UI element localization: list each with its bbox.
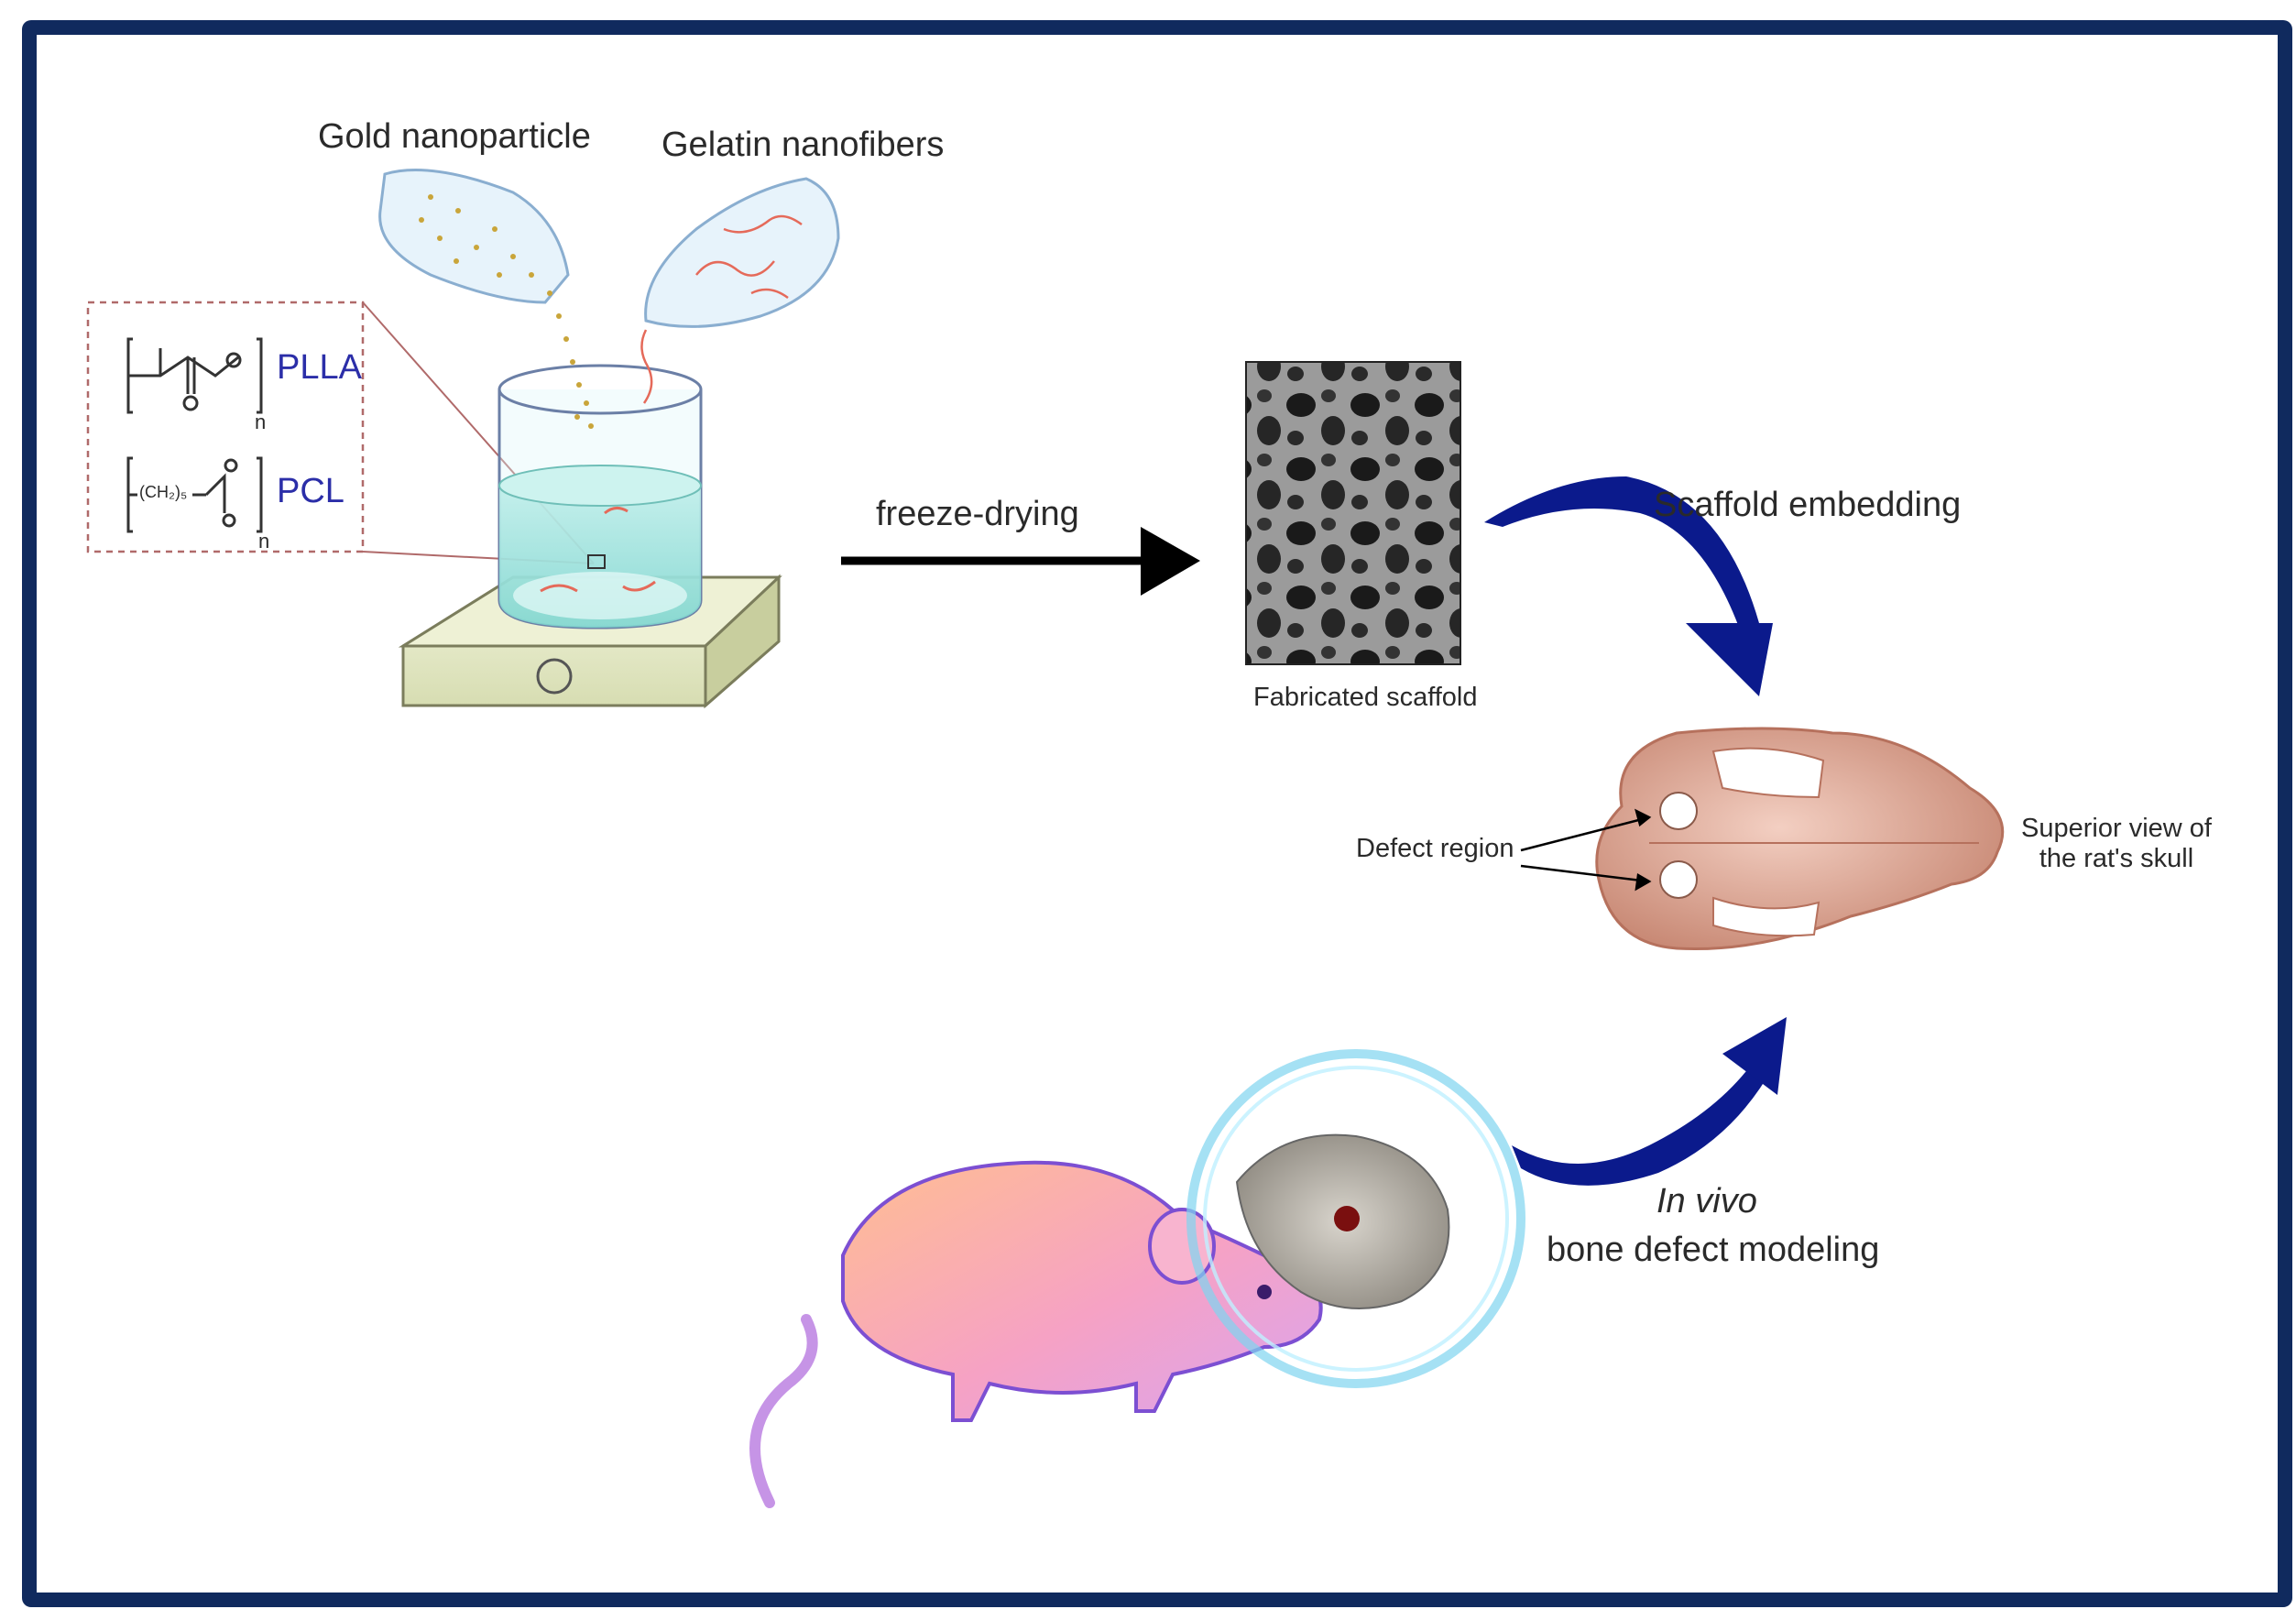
glow-ring	[1186, 1049, 1525, 1388]
rat-tail	[749, 1314, 818, 1508]
scaffold-embedding-label: Scaffold embedding	[1654, 486, 1962, 524]
plla-structure	[126, 337, 263, 414]
plla-label: PLLA	[277, 348, 362, 387]
rat-illustration	[749, 1049, 1525, 1508]
gelatin-flask	[640, 177, 840, 404]
gelatin-nanofibers-label: Gelatin nanofibers	[661, 126, 945, 164]
defect-hole-top	[1659, 792, 1698, 830]
embedding-arrow	[1484, 476, 1773, 696]
in-vivo-label: In vivo	[1656, 1182, 1757, 1220]
polymer-structure-box	[86, 301, 365, 553]
defect-region-label: Defect region	[1356, 834, 1514, 863]
beaker	[497, 364, 703, 629]
defect-hole-bottom	[1659, 860, 1698, 899]
bone-defect-modeling-label: bone defect modeling	[1547, 1231, 1880, 1269]
superior-view-line-1: Superior view of	[2021, 814, 2212, 843]
gold-nanoparticle-label: Gold nanoparticle	[318, 117, 591, 156]
superior-view-line-2: the rat's skull	[2039, 844, 2194, 873]
gold-flask	[378, 169, 594, 429]
superior-view-label: Superior view of the rat's skull	[2016, 814, 2217, 874]
rat-eye	[1257, 1285, 1272, 1299]
pcl-subscript: n	[258, 530, 270, 553]
stir-knob	[536, 658, 573, 695]
defect-pointers	[1520, 808, 1652, 892]
rat-scan-eye	[1334, 1206, 1360, 1231]
rat-skull	[1595, 727, 2005, 951]
scaffold-image	[1245, 361, 1461, 665]
freeze-drying-arrow	[841, 527, 1200, 596]
pcl-group-label: (CH₂)₅	[139, 483, 188, 501]
in-vivo-arrow	[1512, 1017, 1787, 1186]
fabricated-scaffold-label: Fabricated scaffold	[1253, 683, 1478, 712]
pcl-structure	[126, 456, 263, 533]
pcl-label: PCL	[277, 472, 344, 510]
freeze-drying-label: freeze-drying	[876, 495, 1079, 533]
plla-subscript: n	[255, 410, 267, 433]
